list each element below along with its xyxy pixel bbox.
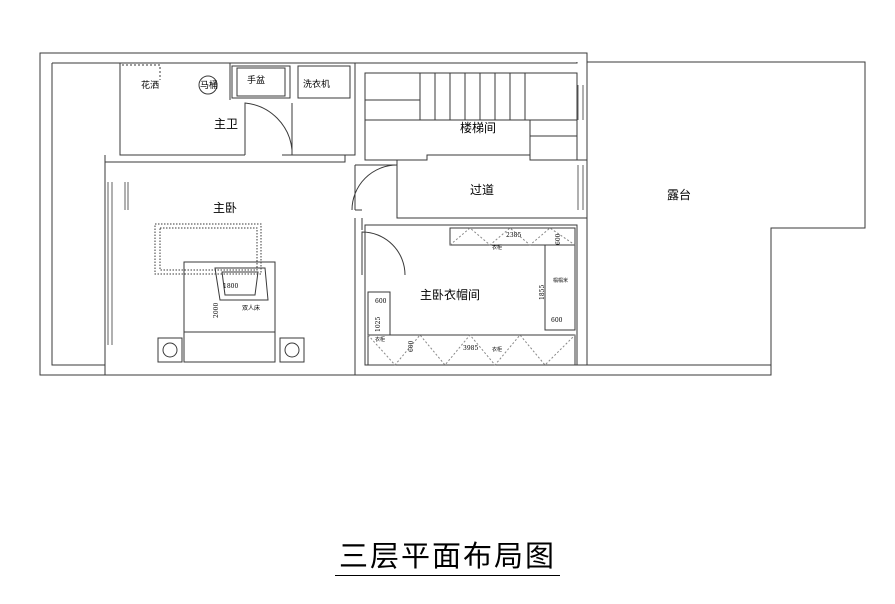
plan-title: 三层平面布局图: [334, 539, 560, 576]
bedroom-wall: [104, 155, 346, 375]
nightstand-right: [279, 337, 305, 363]
stairwell-label: 楼梯间: [460, 121, 497, 135]
wardrobe-bottom-label: 衣柜: [492, 347, 503, 353]
closet-left-depth: 600: [375, 298, 387, 305]
window: [107, 182, 129, 345]
terrace-label: 露台: [667, 188, 692, 202]
toilet-label: 马桶: [200, 81, 219, 91]
walk-in-closet-label: 主卧衣帽间: [420, 288, 481, 302]
wardrobe-top-label: 衣柜: [492, 245, 503, 251]
closet-left-length: 1025: [375, 316, 382, 332]
bath-inner: [229, 63, 356, 103]
master-bedroom-label: 主卧: [213, 201, 238, 215]
bed-length-dimension: 2000: [213, 302, 220, 318]
closet-right-length: 1855: [539, 284, 546, 300]
closet-top-depth: 600: [555, 233, 562, 245]
stairs: [364, 73, 577, 160]
nightstand-left: [157, 337, 183, 363]
stair-wall: [364, 72, 578, 161]
closet-top-length: 2385: [506, 232, 522, 239]
wardrobe-left-label: 衣柜: [375, 337, 386, 343]
closet-door: [361, 231, 406, 276]
bed-width-dimension: 1800: [223, 283, 239, 290]
plan-title-container: 三层平面布局图: [0, 533, 895, 576]
closet-right-depth: 600: [551, 317, 563, 324]
corridor-label: 过道: [470, 183, 495, 197]
washer-label: 洗衣机: [303, 80, 331, 90]
wardrobe-right-label: 榻榻米: [553, 278, 569, 284]
master-bath-label: 主卫: [214, 117, 239, 131]
terrace-wall: [577, 62, 771, 366]
bed-label: 双人床: [242, 305, 261, 312]
closet-bottom-length: 3985: [463, 345, 479, 352]
shower-label: 花洒: [141, 81, 160, 91]
toilet: [198, 75, 218, 95]
bedroom-door: [351, 164, 398, 211]
bed: [183, 261, 276, 363]
basin-label: 手盆: [247, 76, 266, 86]
outer-wall: [39, 52, 866, 376]
bath-door: [244, 102, 293, 155]
wardrobe-bottom: [367, 334, 576, 366]
rug: [154, 223, 262, 275]
closet-bottom-depth: 600: [408, 340, 415, 352]
wardrobe-right: [544, 244, 576, 331]
